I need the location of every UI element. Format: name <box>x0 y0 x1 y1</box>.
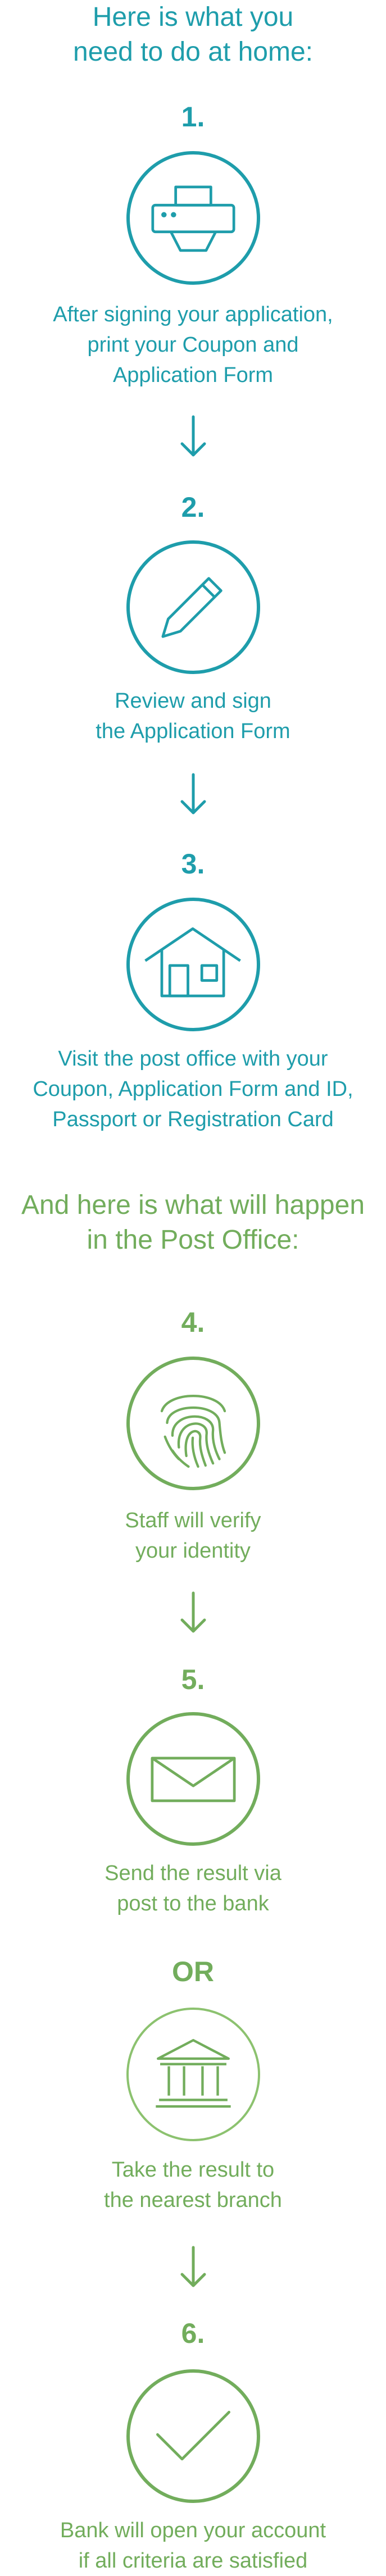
step-1-description: After signing your application, print yo… <box>0 299 386 390</box>
down-arrow-icon <box>180 1591 206 1633</box>
home-heading: Here is what you need to do at home: <box>0 0 386 70</box>
step-3-description-line-1: Visit the post office with your <box>58 1047 328 1071</box>
step-4-description: Staff will verify your identity <box>0 1505 386 1566</box>
step-2-number: 2. <box>181 491 205 523</box>
step-3-description: Visit the post office with your Coupon, … <box>0 1044 386 1135</box>
branch-description: Take the result to the nearest branch <box>0 2155 386 2215</box>
step-2-description: Review and sign the Application Form <box>0 686 386 747</box>
step-5-circle <box>126 1712 260 1846</box>
post-office-heading: And here is what will happen in the Post… <box>0 1188 386 1258</box>
step-5-description-line-1: Send the result via <box>105 1862 281 1885</box>
step-2-description-line-2: the Application Form <box>96 720 290 743</box>
printer-icon <box>151 185 235 252</box>
step-6-number: 6. <box>181 2318 205 2349</box>
home-heading-line-2: need to do at home: <box>73 37 313 67</box>
step-5-description-line-2: post to the bank <box>117 1892 269 1915</box>
down-arrow-icon <box>180 415 206 457</box>
step-1-description-line-1: After signing your application, <box>53 303 333 326</box>
step-4-circle <box>126 1357 260 1490</box>
step-3-number: 3. <box>181 848 205 880</box>
step-6-description: Bank will open your account if all crite… <box>0 2515 386 2576</box>
branch-description-line-2: the nearest branch <box>104 2188 282 2212</box>
step-1-description-line-3: Application Form <box>112 363 274 387</box>
step-4-number: 4. <box>181 1307 205 1338</box>
step-2-description-line-1: Review and sign <box>115 689 271 713</box>
step-3-description-line-2: Coupon, Application Form and ID, <box>33 1077 353 1101</box>
house-icon <box>144 927 241 998</box>
checkmark-icon <box>156 2410 230 2461</box>
down-arrow-icon <box>180 773 206 814</box>
step-5-description: Send the result via post to the bank <box>0 1858 386 1919</box>
post-office-heading-line-1: And here is what will happen <box>21 1190 365 1220</box>
branch-circle <box>126 2008 260 2141</box>
pencil-icon <box>161 577 222 638</box>
down-arrow-icon <box>180 2246 206 2287</box>
fingerprint-icon <box>160 1395 226 1468</box>
bank-building-icon <box>156 2038 231 2108</box>
step-6-description-line-1: Bank will open your account <box>60 2519 326 2542</box>
step-1-description-line-2: print your Coupon and <box>87 333 299 357</box>
envelope-icon <box>151 1756 236 1803</box>
step-4-description-line-2: your identity <box>135 1539 251 1563</box>
step-4-description-line-1: Staff will verify <box>125 1509 261 1532</box>
step-1-number: 1. <box>181 101 205 133</box>
step-5-number: 5. <box>181 1664 205 1695</box>
step-2-circle <box>126 540 260 674</box>
step-3-description-line-3: Passport or Registration Card <box>52 1108 334 1131</box>
step-6-description-line-2: if all criteria are satisfied <box>78 2549 308 2573</box>
post-office-heading-line-2: in the Post Office: <box>87 1225 299 1255</box>
home-heading-line-1: Here is what you <box>92 2 294 32</box>
step-3-circle <box>126 898 260 1031</box>
step-1-circle <box>126 151 260 285</box>
branch-description-line-1: Take the result to <box>111 2158 275 2182</box>
or-label: OR <box>172 1956 214 1987</box>
step-6-circle <box>126 2369 260 2503</box>
